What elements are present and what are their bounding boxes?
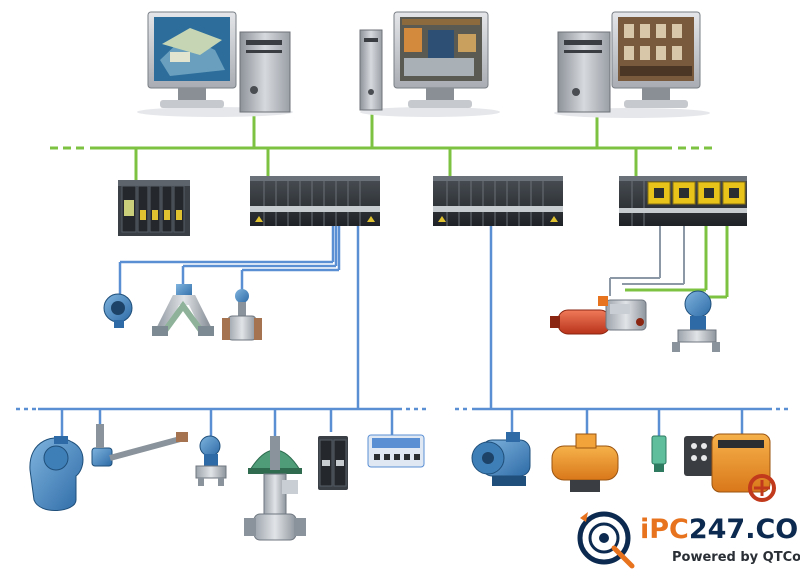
brand-wordmark: iPC247.COM	[640, 514, 800, 545]
vortex-flow-meter[interactable]	[222, 289, 262, 341]
pneumatic-actuator-valve[interactable]	[550, 296, 647, 335]
pressure-transmitter-device[interactable]	[672, 290, 720, 352]
field-io-module[interactable]	[318, 436, 348, 490]
engineering-workstation-3[interactable]	[554, 11, 710, 118]
q-target-icon	[577, 511, 635, 569]
coriolis-flow-meter[interactable]	[152, 284, 214, 336]
field-transmitter-device[interactable]	[103, 293, 133, 328]
brand-wordmark-main: 247.COM	[689, 514, 800, 545]
fieldbus-network	[16, 226, 788, 440]
brand-logo: iPC247.COM Powered by QTCo	[577, 511, 800, 569]
controller-rack-3[interactable]	[433, 176, 563, 226]
control-network-backbone	[50, 112, 729, 299]
controller-rack-4[interactable]	[619, 176, 747, 226]
proximity-sensor[interactable]	[651, 435, 667, 472]
controller-rack-1[interactable]	[118, 180, 190, 236]
differential-pressure-transmitter[interactable]	[195, 435, 227, 486]
insertion-probe-sensor[interactable]	[91, 424, 188, 467]
globe-control-valve[interactable]	[244, 436, 306, 541]
electric-motor[interactable]	[471, 432, 531, 486]
electric-valve-actuator[interactable]	[684, 433, 776, 502]
controller-rack-2[interactable]	[250, 176, 380, 226]
brand-tagline: Powered by QTCo	[672, 550, 800, 565]
engineering-workstation-2[interactable]	[359, 11, 500, 117]
explosion-proof-transmitter[interactable]	[29, 436, 84, 512]
discrete-wiring	[609, 226, 685, 296]
pneumatic-rotary-actuator[interactable]	[551, 433, 619, 492]
brand-wordmark-prefix: iPC	[640, 514, 689, 545]
engineering-workstation-1[interactable]	[137, 11, 293, 117]
fieldbus-terminal-block[interactable]	[367, 434, 425, 468]
